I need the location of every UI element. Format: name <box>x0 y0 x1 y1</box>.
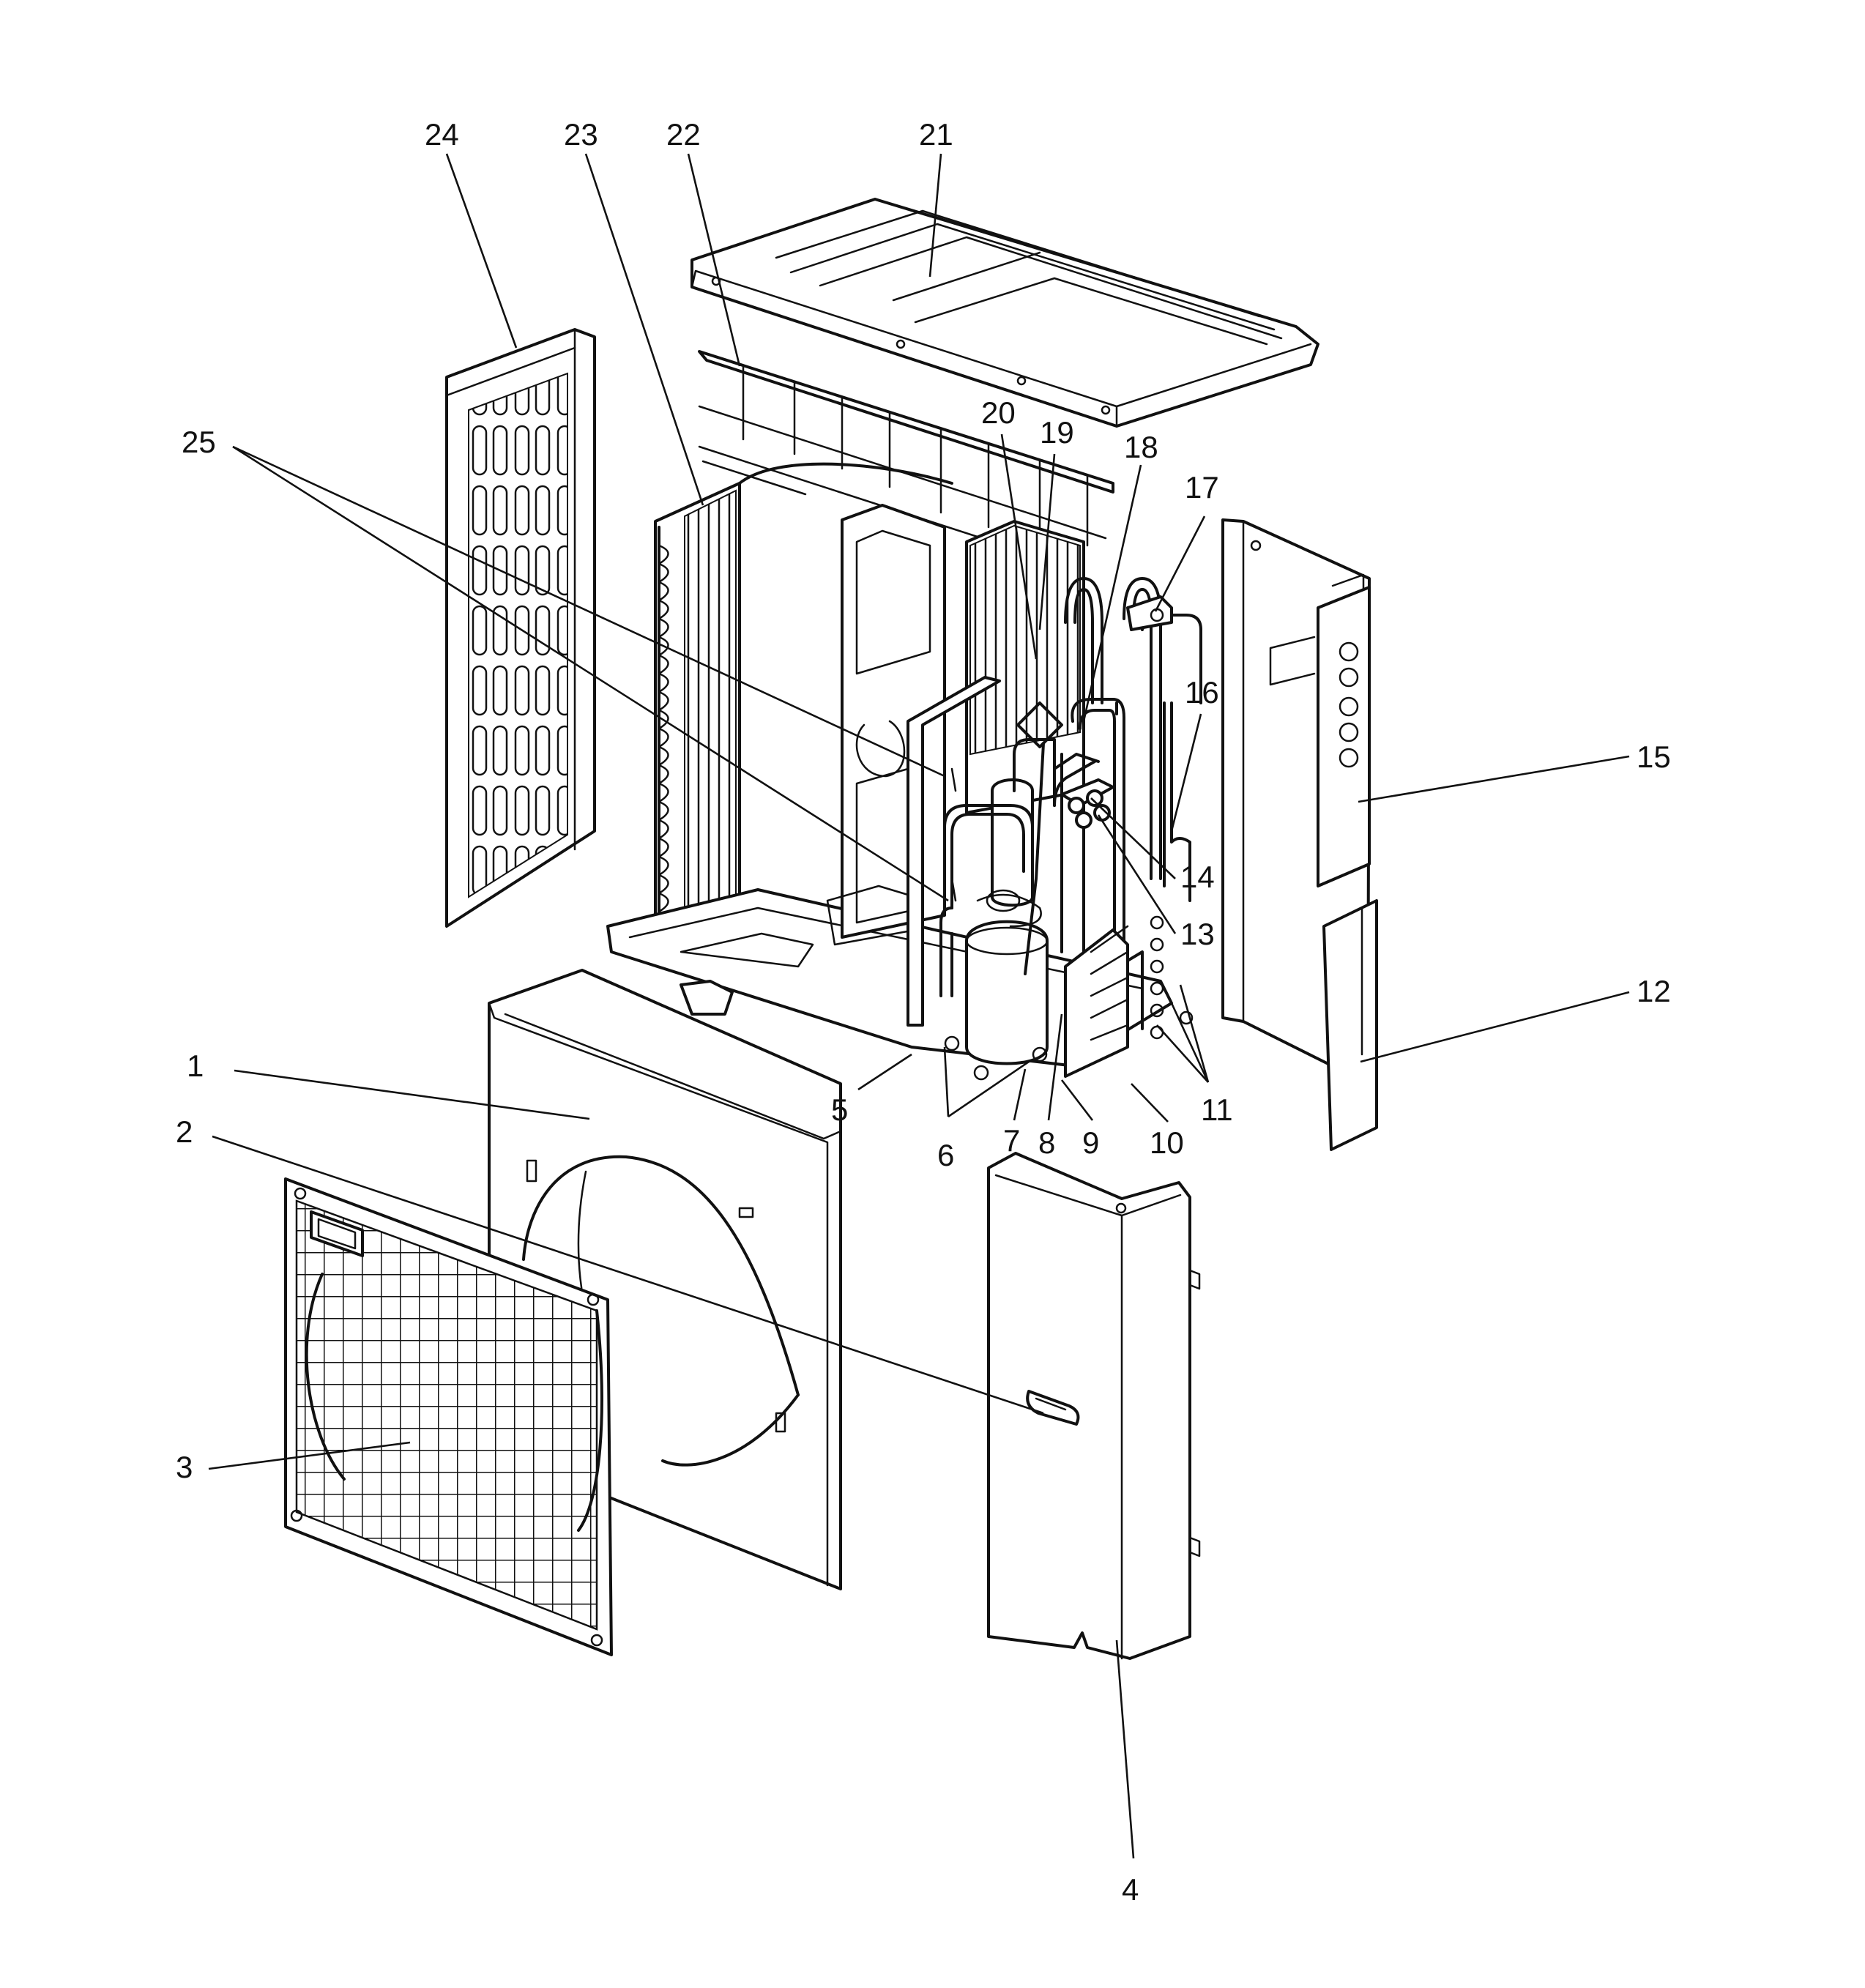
leader-9 <box>1060 1079 1094 1121</box>
callout-10: 10 <box>1150 1125 1184 1160</box>
leader-lines <box>208 153 1630 1859</box>
callout-2: 2 <box>176 1114 193 1149</box>
leader-6a <box>943 1046 950 1117</box>
leader-3 <box>208 1441 411 1470</box>
leader-15 <box>1358 755 1630 803</box>
callout-11: 11 <box>1201 1092 1233 1127</box>
top-cover <box>690 198 1319 428</box>
front-grille <box>284 1177 613 1656</box>
leader-11a <box>1156 1024 1209 1083</box>
callout-6: 6 <box>937 1138 954 1172</box>
callout-labels: 1 2 3 4 5 6 7 8 9 10 11 12 13 14 15 16 1… <box>176 117 1671 1907</box>
leader-22 <box>687 153 741 367</box>
leader-18 <box>1082 464 1142 722</box>
leader-19 <box>1038 453 1056 630</box>
callout-19: 19 <box>1040 415 1074 450</box>
callout-1: 1 <box>187 1049 204 1083</box>
callout-21: 21 <box>919 117 953 152</box>
callout-22: 22 <box>666 117 701 152</box>
leader-25a <box>232 445 945 778</box>
leader-25b <box>232 445 949 902</box>
leader-14 <box>1090 797 1176 879</box>
callout-4: 4 <box>1122 1872 1139 1907</box>
callout-12: 12 <box>1637 974 1671 1008</box>
leader-17 <box>1154 515 1206 612</box>
leader-20 <box>1000 433 1038 660</box>
callout-16: 16 <box>1185 675 1219 710</box>
leader-21 <box>928 153 942 278</box>
leader-23 <box>584 153 704 506</box>
front-right-panel <box>987 1152 1201 1660</box>
callout-18: 18 <box>1124 430 1158 464</box>
leader-6b <box>948 1060 1030 1118</box>
leader-16 <box>1170 713 1202 832</box>
leader-13 <box>1097 814 1177 934</box>
callout-23: 23 <box>564 117 598 152</box>
leader-7 <box>1013 1068 1027 1121</box>
callout-24: 24 <box>425 117 459 152</box>
callout-25: 25 <box>182 425 216 459</box>
callout-15: 15 <box>1637 740 1671 774</box>
callout-17: 17 <box>1185 470 1219 505</box>
callout-13: 13 <box>1180 917 1215 951</box>
callout-3: 3 <box>176 1450 193 1484</box>
callout-20: 20 <box>981 395 1016 430</box>
leader-10 <box>1131 1083 1169 1123</box>
leader-5 <box>857 1053 912 1091</box>
leader-8 <box>1047 1013 1063 1121</box>
motor-bracket <box>826 504 946 946</box>
leader-11b <box>1170 1002 1210 1083</box>
callout-14: 14 <box>1180 860 1215 894</box>
leader-24 <box>445 153 518 349</box>
leader-1 <box>234 1069 590 1120</box>
partition-wall <box>855 676 1001 1027</box>
leader-11c <box>1179 984 1210 1083</box>
valve-cover <box>1322 899 1378 1151</box>
terminal-block <box>1064 915 1194 1078</box>
side-louver-panel <box>445 328 596 928</box>
leader-12 <box>1360 991 1630 1063</box>
leader-2 <box>212 1135 1044 1415</box>
callout-7: 7 <box>1003 1123 1020 1158</box>
callout-9: 9 <box>1082 1125 1099 1160</box>
callout-5: 5 <box>831 1092 848 1127</box>
callout-8: 8 <box>1038 1125 1055 1160</box>
partition-plate <box>698 350 1114 573</box>
leader-4 <box>1115 1639 1135 1859</box>
